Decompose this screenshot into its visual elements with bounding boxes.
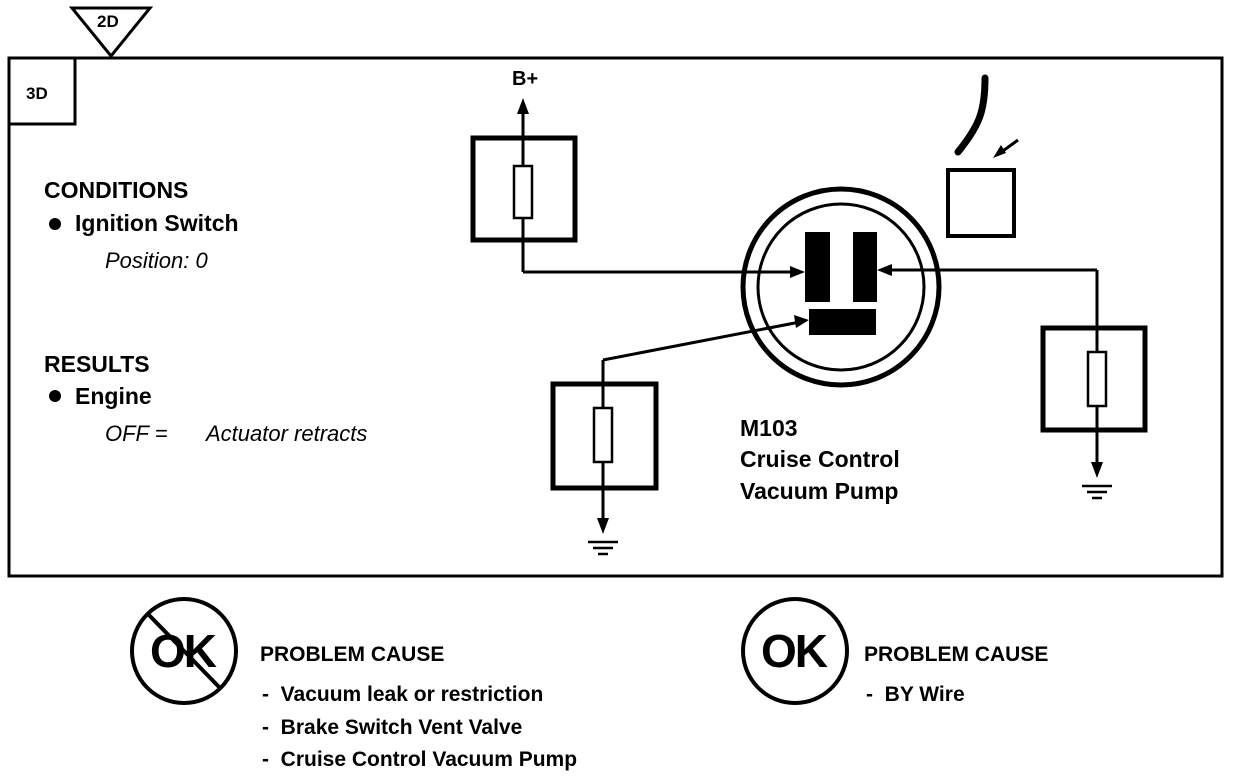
not-ok-cause-2: - Brake Switch Vent Valve [262, 716, 523, 739]
ground-left-pin-arrowhead [794, 315, 809, 328]
supply-label: B+ [512, 68, 539, 90]
component-name-line1: Cruise Control [740, 446, 900, 472]
ok-symbol-text: OK [761, 625, 828, 677]
not-ok-slash [145, 611, 223, 691]
current-step-tag: 3D [26, 84, 48, 103]
fuse-supply [512, 164, 534, 220]
conditions-item: Ignition Switch [75, 210, 239, 236]
pump-terminal-left [805, 232, 830, 302]
ground-right-pin-arrowhead [877, 264, 892, 276]
ground-wire-left-diagonal [602, 320, 801, 362]
not-ok-symbol-text: OK [150, 625, 217, 677]
pump-outer-circle [740, 186, 942, 388]
fuse-left [592, 406, 614, 464]
component-name-line2: Vacuum Pump [740, 478, 899, 504]
component-code: M103 [740, 415, 798, 441]
ground-right-arrowhead [1091, 462, 1103, 478]
not-ok-cause-1-text: Vacuum leak or restriction [280, 683, 544, 706]
not-ok-cause-2-text: Brake Switch Vent Valve [280, 716, 523, 739]
fuse-right [1086, 350, 1108, 408]
results-item: Engine [75, 383, 152, 409]
not-ok-cause-3: - Cruise Control Vacuum Pump [262, 748, 578, 771]
results-heading: RESULTS [44, 351, 150, 377]
previous-step-triangle [68, 6, 154, 59]
ok-cause-1-text: BY Wire [884, 683, 965, 706]
supply-arrowhead [517, 98, 529, 114]
pump-inner-circle [756, 202, 926, 372]
conditions-heading: CONDITIONS [44, 177, 189, 203]
vacuum-arrowhead [993, 145, 1006, 158]
connector-box-right [1040, 325, 1148, 433]
ground-symbol-right [1082, 484, 1112, 500]
ok-circle [741, 597, 849, 705]
results-detail-value: Actuator retracts [206, 421, 368, 446]
not-ok-cause-1: - Vacuum leak or restriction [262, 683, 544, 706]
ground-left-arrowhead [597, 518, 609, 534]
current-step-tag-box [7, 56, 77, 126]
not-ok-heading: PROBLEM CAUSE [260, 643, 445, 666]
not-ok-circle [130, 597, 238, 705]
ground-symbol-left [588, 540, 618, 556]
ok-heading: PROBLEM CAUSE [864, 643, 1049, 666]
not-ok-cause-3-text: Cruise Control Vacuum Pump [280, 748, 578, 771]
diagram-frame [7, 56, 1224, 578]
conditions-bullet [49, 218, 61, 230]
results-detail-key: OFF = [105, 421, 168, 446]
supply-pin-arrowhead [790, 266, 805, 278]
previous-step-tag: 2D [97, 12, 119, 31]
results-bullet [49, 390, 61, 402]
pump-terminal-right [853, 232, 877, 302]
vacuum-port-box [946, 168, 1016, 238]
ok-cause-1: - BY Wire [866, 683, 965, 706]
vacuum-hose [954, 74, 989, 156]
conditions-detail: Position: 0 [105, 248, 208, 273]
pump-terminal-bottom [809, 309, 876, 335]
